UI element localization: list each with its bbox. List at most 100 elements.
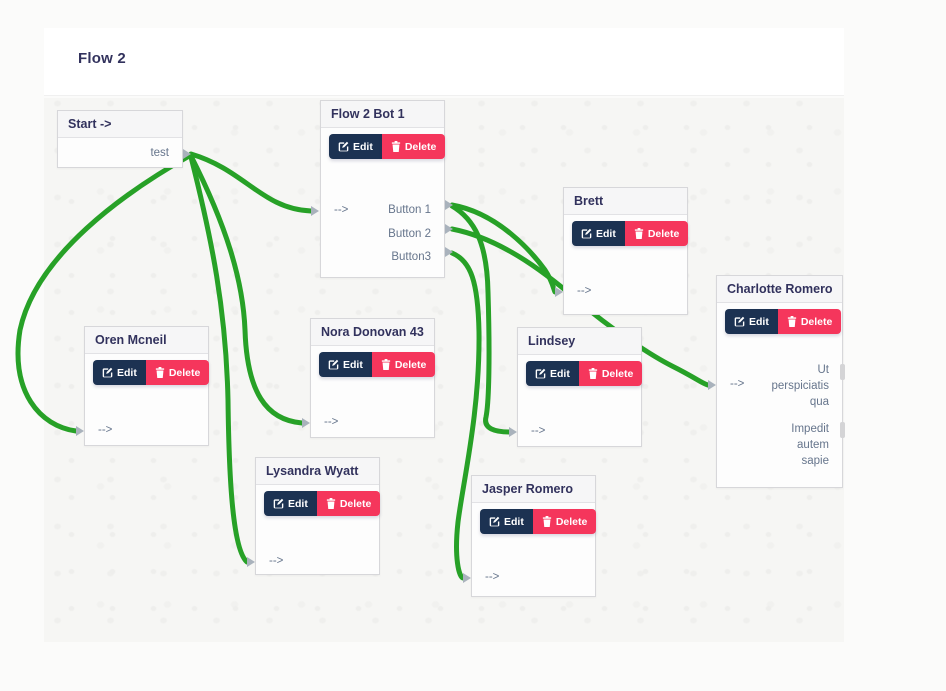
delete-button[interactable]: Delete — [532, 509, 597, 534]
trash-icon — [326, 498, 336, 509]
edit-button-label: Edit — [749, 315, 769, 328]
brett-input-port[interactable] — [555, 287, 563, 297]
bot-button1-out-port[interactable] — [445, 200, 453, 210]
flow-node-lysandra-wyatt[interactable]: Lysandra Wyatt Edit Delete --> — [255, 457, 381, 575]
edit-button[interactable]: Edit — [480, 509, 533, 534]
delete-button-label: Delete — [394, 358, 427, 371]
trash-icon — [542, 516, 552, 527]
node-body: Edit Delete --> — [564, 215, 689, 314]
delete-button[interactable]: Delete — [316, 491, 381, 516]
delete-button[interactable]: Delete — [777, 309, 842, 334]
node-body: Edit Delete --> Button 1 Button 2 Button3 — [321, 128, 446, 277]
node-title: Start -> — [58, 111, 182, 138]
trash-icon — [381, 359, 391, 370]
edit-button[interactable]: Edit — [572, 221, 625, 246]
port-label: Button 2 — [388, 228, 431, 240]
edit-icon — [102, 367, 113, 378]
port-label: Impedit autem sapie — [791, 423, 829, 467]
node-body: Edit Delete --> — [472, 503, 597, 596]
trash-icon — [391, 141, 401, 152]
edit-icon — [328, 359, 339, 370]
node-body: Edit Delete --> — [518, 355, 643, 446]
flow-header-bar: Flow 2 — [44, 28, 844, 96]
edit-icon — [273, 498, 284, 509]
delete-button-label: Delete — [404, 140, 437, 153]
port-label: --> — [98, 424, 113, 436]
edit-button[interactable]: Edit — [93, 360, 146, 385]
flow-node-lindsey[interactable]: Lindsey Edit Delete --> — [517, 327, 643, 447]
nora-input-port[interactable] — [302, 418, 310, 428]
start-test-out-port[interactable] — [183, 149, 191, 159]
node-body: Edit Delete --> — [256, 485, 381, 574]
jasper-input-port[interactable] — [463, 573, 471, 583]
delete-button[interactable]: Delete — [381, 134, 446, 159]
node-actions: Edit Delete — [93, 360, 210, 385]
delete-button[interactable]: Delete — [145, 360, 210, 385]
bot-button2-out-port[interactable] — [445, 224, 453, 234]
port-label: --> — [730, 378, 745, 390]
edit-icon — [734, 316, 745, 327]
edit-button[interactable]: Edit — [329, 134, 382, 159]
page-title: Flow 2 — [78, 50, 126, 67]
port-label: Button3 — [391, 251, 431, 263]
charlotte-out-2-port[interactable] — [840, 422, 845, 438]
node-title: Charlotte Romero — [717, 276, 842, 303]
edit-button-label: Edit — [117, 366, 137, 379]
node-title: Flow 2 Bot 1 — [321, 101, 444, 128]
edit-button-label: Edit — [288, 497, 308, 510]
flow-node-oren-mcneil[interactable]: Oren Mcneil Edit Delete --> — [84, 326, 210, 446]
edit-button[interactable]: Edit — [319, 352, 372, 377]
flow-node-flow-2-bot-1[interactable]: Flow 2 Bot 1 Edit Delete --> Button 1 Butt… — [320, 100, 446, 278]
node-title: Oren Mcneil — [85, 327, 208, 354]
node-actions: Edit Delete — [572, 221, 689, 246]
bot-input-port[interactable] — [311, 206, 319, 216]
flow-node-start[interactable]: Start -> test — [57, 110, 183, 168]
port-label: Ut perspiciatis qua — [771, 364, 829, 408]
charlotte-input-port[interactable] — [708, 380, 716, 390]
node-body: Edit Delete --> — [85, 354, 210, 445]
delete-button[interactable]: Delete — [371, 352, 436, 377]
lysandra-input-port[interactable] — [247, 557, 255, 567]
port-label: --> — [334, 204, 349, 216]
trash-icon — [634, 228, 644, 239]
port-label: --> — [324, 416, 339, 428]
delete-button-label: Delete — [555, 515, 588, 528]
node-title: Jasper Romero — [472, 476, 595, 503]
trash-icon — [588, 368, 598, 379]
edit-icon — [489, 516, 500, 527]
flow-node-nora-donovan-43[interactable]: Nora Donovan 43 Edit Delete --> — [310, 318, 436, 438]
port-label: --> — [531, 425, 546, 437]
trash-icon — [155, 367, 165, 378]
node-title: Nora Donovan 43 — [311, 319, 434, 346]
flow-node-jasper-romero[interactable]: Jasper Romero Edit Delete --> — [471, 475, 597, 597]
delete-button-label: Delete — [168, 366, 201, 379]
trash-icon — [787, 316, 797, 327]
edit-icon — [535, 368, 546, 379]
edit-button[interactable]: Edit — [264, 491, 317, 516]
delete-button-label: Delete — [647, 227, 680, 240]
edit-button[interactable]: Edit — [725, 309, 778, 334]
edit-button[interactable]: Edit — [526, 361, 579, 386]
node-actions: Edit Delete — [480, 509, 597, 534]
bot-button3-out-port[interactable] — [445, 247, 453, 257]
flow-node-charlotte-romero[interactable]: Charlotte Romero Edit Delete --> Ut persp… — [716, 275, 843, 488]
delete-button[interactable]: Delete — [624, 221, 689, 246]
port-label: Button 1 — [388, 204, 431, 216]
delete-button-label: Delete — [800, 315, 833, 328]
lindsey-input-port[interactable] — [509, 427, 517, 437]
flow-node-brett[interactable]: Brett Edit Delete --> — [563, 187, 689, 315]
node-actions: Edit Delete — [329, 134, 446, 159]
delete-button[interactable]: Delete — [578, 361, 643, 386]
delete-button-label: Delete — [339, 497, 372, 510]
charlotte-out-1-port[interactable] — [840, 364, 845, 380]
port-label: --> — [485, 571, 500, 583]
edit-button-label: Edit — [550, 367, 570, 380]
edit-button-label: Edit — [353, 140, 373, 153]
port-label: test — [150, 147, 169, 159]
node-body: Edit Delete --> — [311, 346, 436, 437]
edit-button-label: Edit — [343, 358, 363, 371]
oren-input-port[interactable] — [76, 426, 84, 436]
node-title: Lindsey — [518, 328, 641, 355]
